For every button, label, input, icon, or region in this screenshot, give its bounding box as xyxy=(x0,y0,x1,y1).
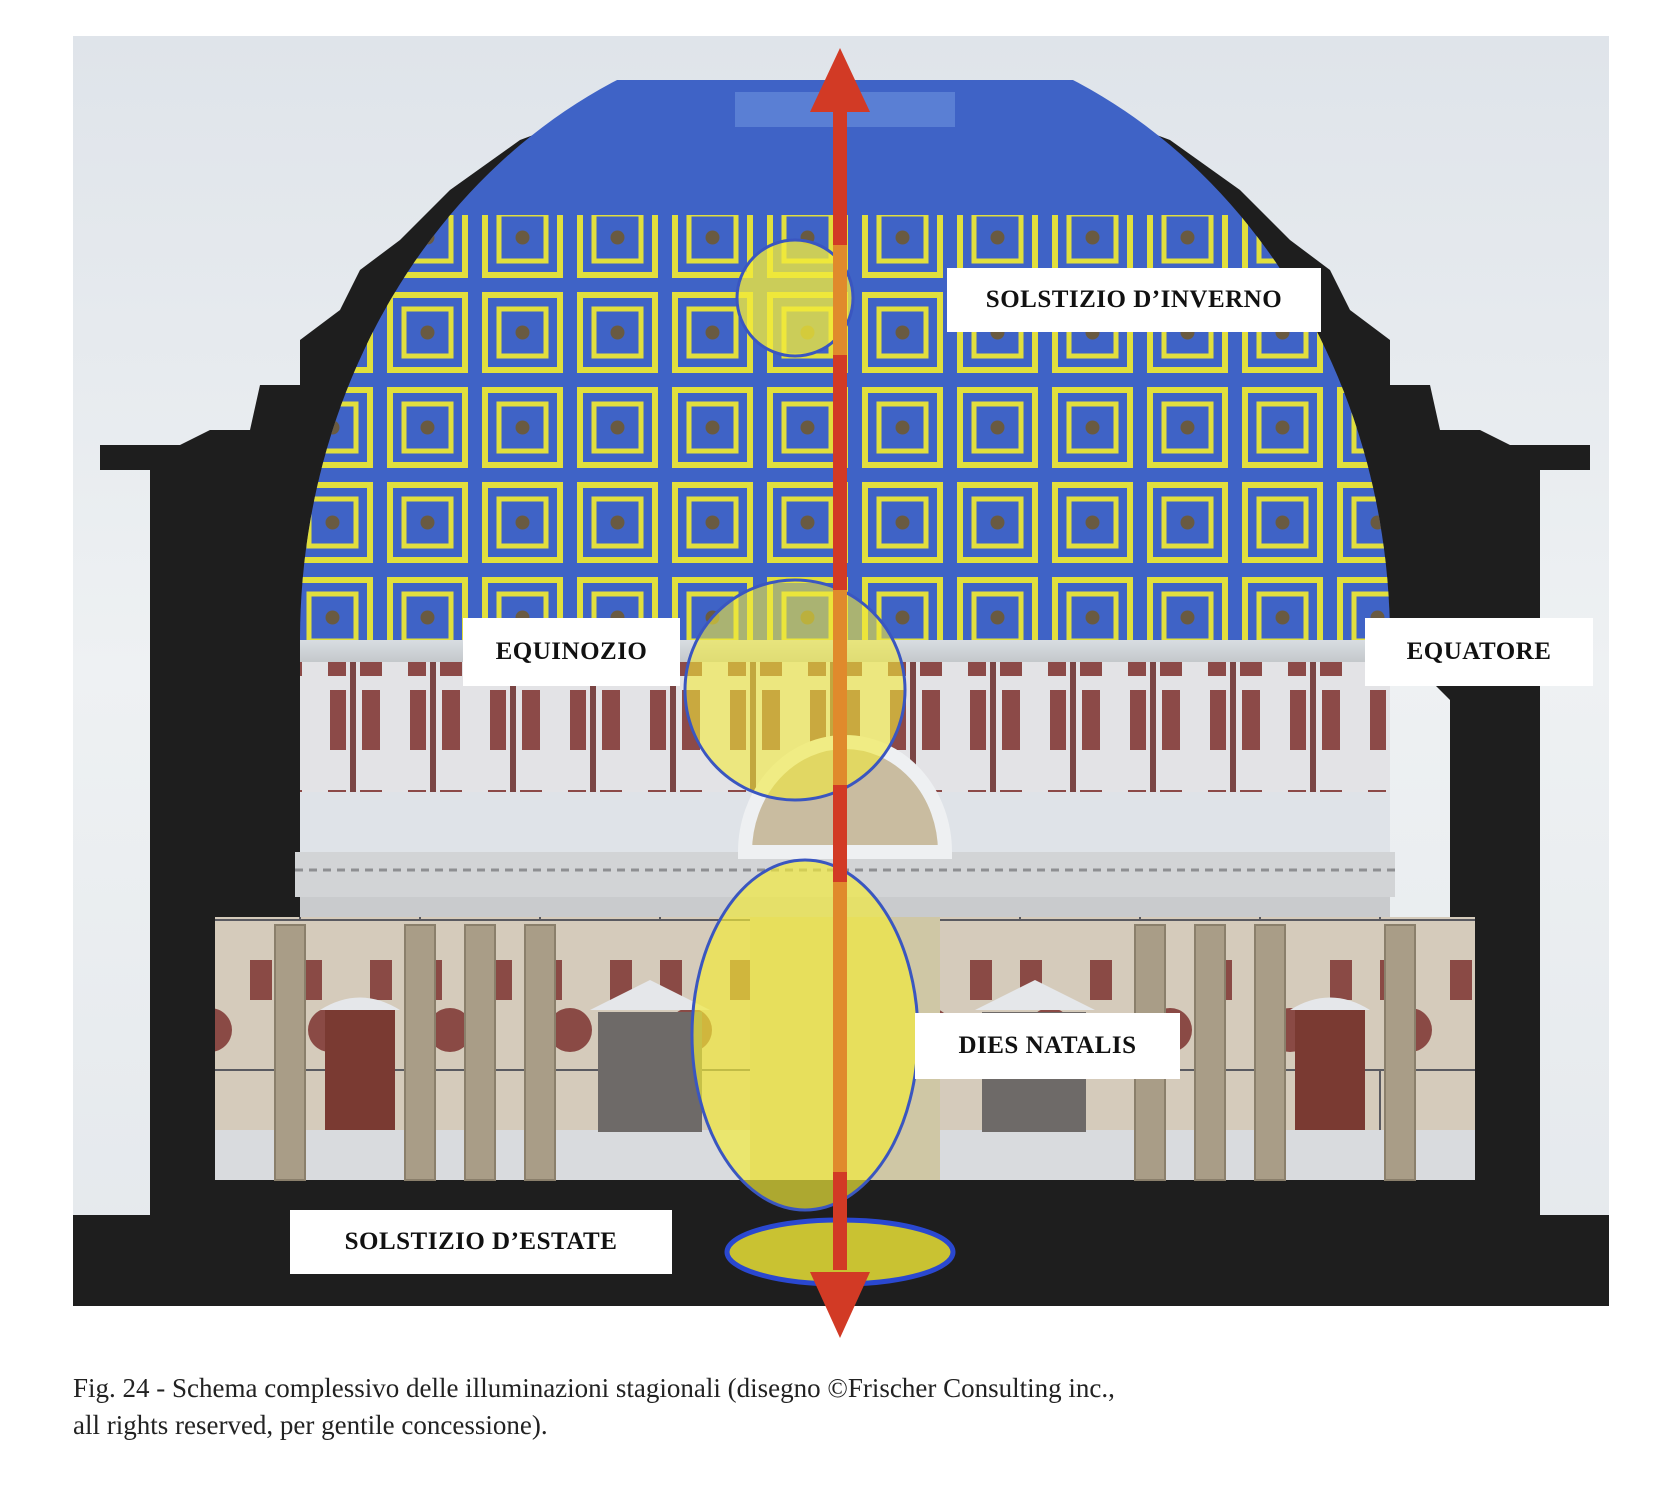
meridian-arrow xyxy=(810,48,870,1338)
figure-caption: Fig. 24 - Schema complessivo delle illum… xyxy=(73,1370,1523,1444)
label-summer-solstice: SOLSTIZIO D’ESTATE xyxy=(290,1210,672,1274)
winter-solstice-spot xyxy=(735,238,855,358)
dies-natalis-spot xyxy=(690,858,920,1212)
figure-illustration xyxy=(73,36,1609,1338)
pantheon-section-figure xyxy=(73,36,1609,1338)
label-dies-natalis: DIES NATALIS xyxy=(915,1013,1180,1079)
label-equator: EQUATORE xyxy=(1365,618,1593,686)
light-spots xyxy=(683,238,956,1287)
label-winter-solstice: SOLSTIZIO D’INVERNO xyxy=(947,268,1321,332)
caption-line-2: all rights reserved, per gentile concess… xyxy=(73,1410,548,1440)
caption-line-1: Fig. 24 - Schema complessivo delle illum… xyxy=(73,1373,1115,1403)
label-equinox: EQUINOZIO xyxy=(463,618,680,686)
equinox-spot xyxy=(683,578,907,802)
